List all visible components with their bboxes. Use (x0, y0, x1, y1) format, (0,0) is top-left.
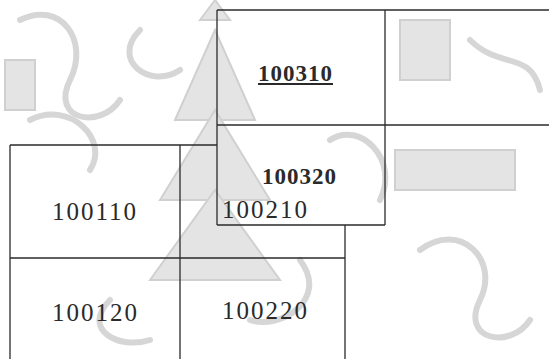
cell-code: 100120 (52, 300, 139, 325)
grid-cell: 100210 (180, 145, 345, 225)
cell-code: 100310 (258, 62, 333, 85)
grid-cell: 100310 (217, 10, 385, 125)
cell-code: 100320 (262, 165, 337, 188)
grid-cell: 100110 (10, 145, 180, 258)
cell-code: 100220 (222, 298, 309, 323)
grid-cell: 100220 (180, 258, 345, 359)
cell-code: 100210 (222, 197, 309, 222)
grid-cell: 100120 (10, 258, 180, 359)
cell-code: 100110 (52, 199, 138, 224)
